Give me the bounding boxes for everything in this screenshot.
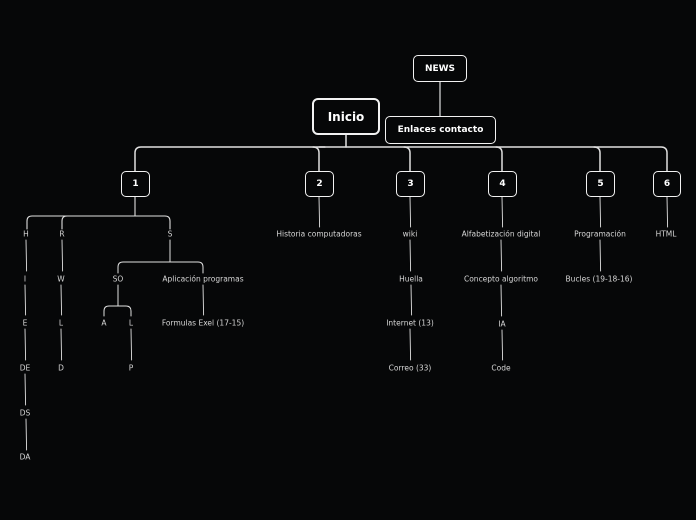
node-ds[interactable]: DS (19, 408, 31, 418)
connector-line (24, 284, 27, 316)
node-alfabetizacion-digital[interactable]: Alfabetización digital (461, 229, 541, 239)
connector-line (409, 328, 412, 361)
connector-line (501, 196, 504, 228)
connector-line (409, 196, 412, 228)
branch-1-r-drop (61, 215, 68, 230)
branch-3[interactable]: 3 (396, 171, 425, 197)
news-topic[interactable]: NEWS (413, 55, 467, 82)
connector-line (25, 239, 28, 272)
connector-line (130, 328, 133, 361)
node-e[interactable]: E (22, 318, 28, 328)
branch-2[interactable]: 2 (305, 171, 334, 197)
connector-line (599, 239, 602, 272)
node-d[interactable]: D (58, 363, 64, 373)
branch-5[interactable]: 5 (586, 171, 615, 197)
node-w[interactable]: W (57, 274, 65, 284)
connector-line (202, 284, 205, 316)
node-internet[interactable]: Internet (13) (386, 318, 434, 328)
connector-line (60, 328, 63, 361)
node-l[interactable]: L (58, 318, 64, 328)
so-bracket (103, 305, 132, 317)
node-code[interactable]: Code (491, 363, 511, 373)
node-formulas-exel[interactable]: Formulas Exel (17-15) (161, 318, 245, 328)
branch-drop (495, 146, 503, 172)
node-programacion[interactable]: Programación (574, 229, 626, 239)
connector-line (599, 196, 602, 228)
connector-line (666, 196, 669, 228)
node-r[interactable]: R (59, 229, 65, 239)
branch-6[interactable]: 6 (653, 171, 681, 197)
branch-drop (403, 146, 411, 172)
node-bucles[interactable]: Bucles (19-18-16) (565, 274, 633, 284)
main-trunk (134, 146, 668, 172)
branch-1-bracket (26, 215, 171, 230)
connector-line (318, 196, 321, 228)
node-correo[interactable]: Correo (33) (388, 363, 432, 373)
connector-line (409, 239, 412, 272)
node-h[interactable]: H (23, 229, 29, 239)
connector-line (61, 239, 64, 272)
node-p[interactable]: P (128, 363, 134, 373)
branch-drop (593, 146, 601, 172)
root-topic[interactable]: Inicio (312, 98, 380, 135)
s-bracket (117, 261, 204, 274)
contact-links-topic[interactable]: Enlaces contacto (385, 116, 496, 144)
node-i[interactable]: I (23, 274, 27, 284)
connector-line (410, 284, 413, 316)
node-de[interactable]: DE (19, 363, 31, 373)
node-concepto-algoritmo[interactable]: Concepto algoritmo (463, 274, 539, 284)
connector-line (25, 418, 28, 451)
connector-line (24, 373, 27, 406)
branch-1[interactable]: 1 (121, 171, 150, 197)
connector-line (500, 239, 503, 272)
branch-drop (312, 146, 320, 172)
branch-4[interactable]: 4 (488, 171, 517, 197)
node-so[interactable]: SO (112, 274, 124, 284)
node-html[interactable]: HTML (655, 229, 677, 239)
connector-line (501, 329, 504, 361)
node-da[interactable]: DA (19, 452, 31, 462)
node-huella[interactable]: Huella (399, 274, 423, 284)
connector-line (24, 328, 27, 361)
node-so-l[interactable]: L (128, 318, 134, 328)
node-s[interactable]: S (167, 229, 173, 239)
node-historia-computadoras[interactable]: Historia computadoras (276, 229, 362, 239)
node-ia[interactable]: IA (498, 319, 506, 329)
connector-line (60, 284, 63, 316)
connector-line (500, 284, 503, 317)
node-a[interactable]: A (101, 318, 107, 328)
node-wiki[interactable]: wiki (402, 229, 418, 239)
node-aplicacion-programas[interactable]: Aplicación programas (162, 274, 244, 284)
